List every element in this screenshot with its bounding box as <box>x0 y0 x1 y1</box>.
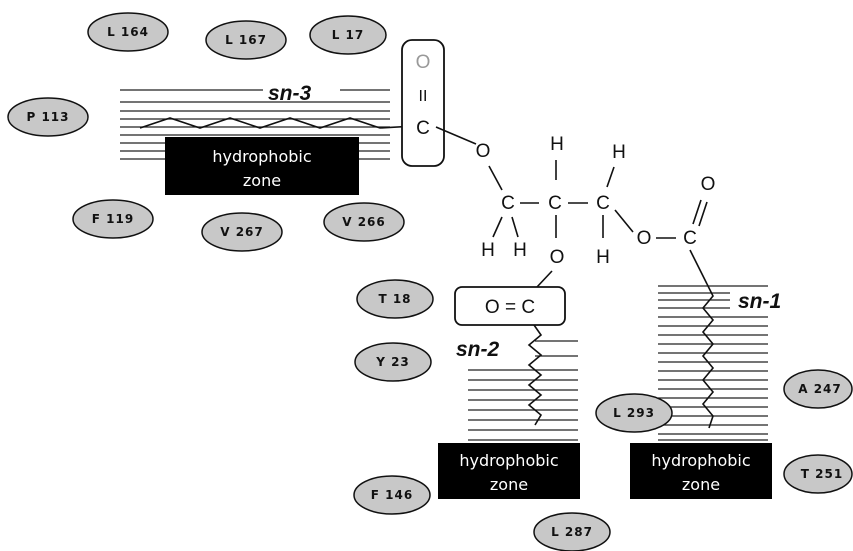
atom-h: H <box>513 240 527 261</box>
residue-label: F 119 <box>92 212 134 226</box>
residue-l287: L 287 <box>533 512 611 551</box>
residue-label: T 18 <box>378 292 411 306</box>
residue-label: Y 23 <box>375 355 410 369</box>
residue-l293: L 293 <box>595 393 673 433</box>
residue-a247: A 247 <box>783 369 853 409</box>
sn3-hydrophobic-zone: hydrophobic zone <box>165 137 359 195</box>
residue-f146: F 146 <box>353 475 431 515</box>
residue-v266: V 266 <box>323 202 405 242</box>
zone-line-1: hydrophobic <box>212 147 311 166</box>
zone-line-1: hydrophobic <box>651 451 750 470</box>
residue-label: L 167 <box>225 33 267 47</box>
atom-o: O <box>701 174 716 195</box>
residue-label: F 146 <box>371 488 413 502</box>
sn1-label: sn-1 <box>738 290 781 313</box>
carbonyl-label: O = C <box>485 297 535 318</box>
zone-line-1: hydrophobic <box>459 451 558 470</box>
atom-h: H <box>612 142 626 163</box>
residue-label: T 251 <box>801 467 843 481</box>
atom-o: O <box>416 52 431 73</box>
residue-l17: L 17 <box>309 15 387 55</box>
residue-label: A 247 <box>798 382 842 396</box>
residue-t18: T 18 <box>356 279 434 319</box>
residue-label: V 266 <box>342 215 386 229</box>
atom-o: O <box>550 247 565 268</box>
atom-c: C <box>683 228 697 249</box>
residue-p113: P 113 <box>7 97 89 137</box>
sn2-label: sn-2 <box>456 338 500 361</box>
residue-y23: Y 23 <box>354 342 432 382</box>
residue-t251: T 251 <box>783 454 853 494</box>
atom-o: O <box>637 228 652 249</box>
sn1-chain <box>658 249 768 441</box>
residue-label: L 17 <box>332 28 365 42</box>
atom-h: H <box>596 247 610 268</box>
residue-label: L 293 <box>613 406 655 420</box>
atom-c: C <box>548 193 562 214</box>
atom-c: C <box>416 118 430 139</box>
sn2-chain <box>468 324 578 441</box>
residue-l164: L 164 <box>87 12 169 52</box>
zone-line-2: zone <box>243 171 281 190</box>
residue-f119: F 119 <box>72 199 154 239</box>
residue-v267: V 267 <box>201 212 283 252</box>
atom-c: C <box>596 193 610 214</box>
residue-label: L 287 <box>551 525 593 539</box>
sn3-label: sn-3 <box>268 82 312 105</box>
atom-h: H <box>481 240 495 261</box>
zone-line-2: zone <box>682 475 720 494</box>
residue-label: V 267 <box>220 225 264 239</box>
zone-line-2: zone <box>490 475 528 494</box>
glycerol-backbone: O C C C H H H H O H O C O <box>435 126 716 268</box>
sn2-carbonyl-group: O = C <box>454 270 566 326</box>
residue-label: L 164 <box>107 25 149 39</box>
residue-l167: L 167 <box>205 20 287 60</box>
atom-h: H <box>550 134 564 155</box>
atom-o: O <box>476 141 491 162</box>
residue-label: P 113 <box>26 110 69 124</box>
sn1-hydrophobic-zone: hydrophobic zone <box>630 443 772 499</box>
sn2-hydrophobic-zone: hydrophobic zone <box>438 443 580 499</box>
atom-c: C <box>501 193 515 214</box>
double-bond: II <box>419 88 428 105</box>
sn3-carbonyl-group: O II C <box>401 39 445 167</box>
